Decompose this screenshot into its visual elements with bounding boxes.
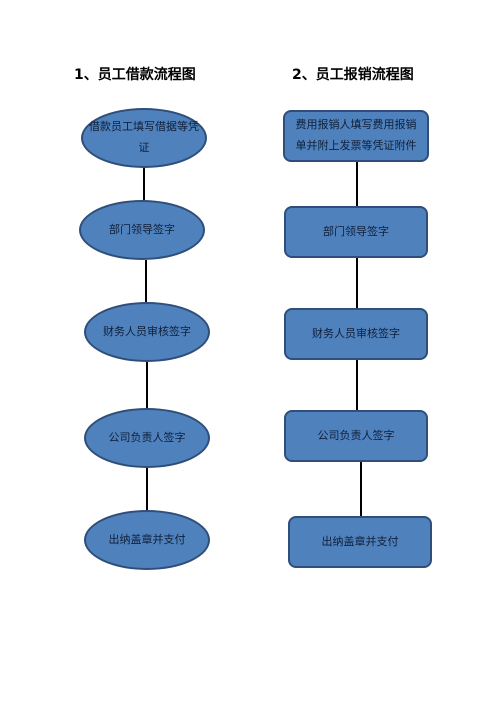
reimb-connector	[356, 258, 358, 308]
loan-step-company-head-sign: 公司负责人签字	[84, 408, 210, 468]
reimb-step-company-head-sign: 公司负责人签字	[284, 410, 428, 462]
reimb-connector	[360, 462, 362, 516]
reimb-step-finance-review: 财务人员审核签字	[284, 308, 428, 360]
loan-step-cashier-pay: 出纳盖章并支付	[84, 510, 210, 570]
reimb-connector	[356, 360, 358, 410]
reimb-step-cashier-pay: 出纳盖章并支付	[288, 516, 432, 568]
loan-connector	[145, 260, 147, 302]
loan-connector	[146, 362, 148, 408]
reimb-step-fill-form: 费用报销人填写费用报销单并附上发票等凭证附件	[283, 110, 429, 162]
loan-flow-title: 1、员工借款流程图	[74, 67, 196, 83]
reimbursement-flow-title: 2、员工报销流程图	[292, 67, 414, 83]
loan-step-fill-form: 借款员工填写借据等凭证	[81, 108, 207, 168]
loan-connector	[146, 468, 148, 510]
loan-step-finance-review: 财务人员审核签字	[84, 302, 210, 362]
reimb-connector	[356, 162, 358, 206]
loan-connector	[143, 168, 145, 200]
loan-step-dept-leader-sign: 部门领导签字	[79, 200, 205, 260]
reimb-step-dept-leader-sign: 部门领导签字	[284, 206, 428, 258]
